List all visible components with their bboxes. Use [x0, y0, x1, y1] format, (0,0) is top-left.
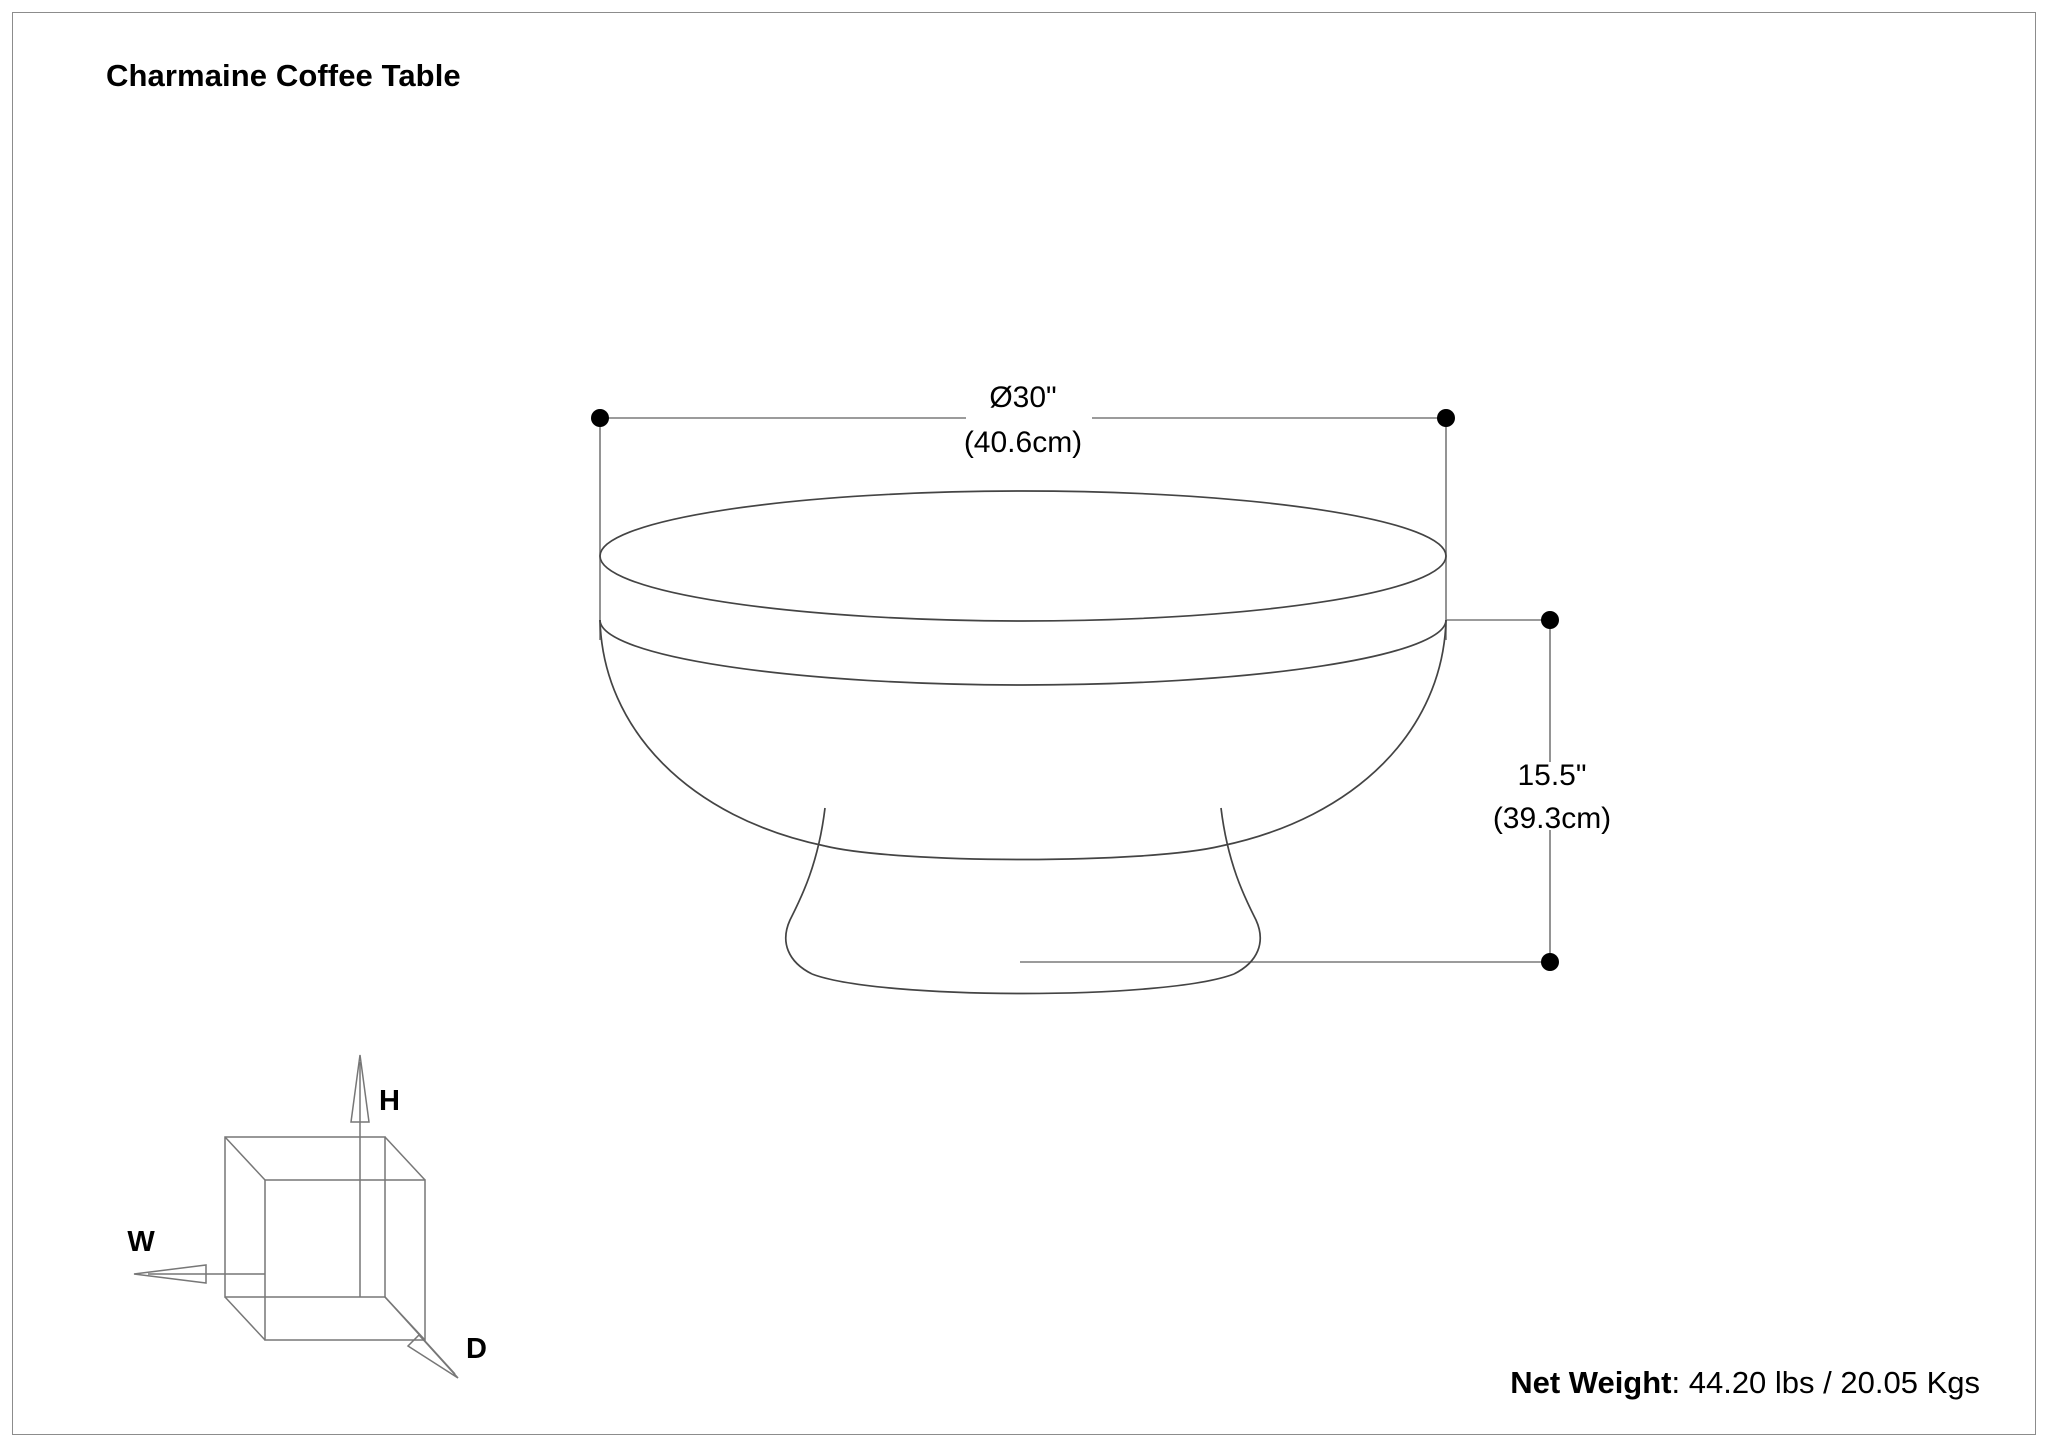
axis-cube-front-face: [264, 1179, 426, 1341]
axis-cube-edge-top-left: [224, 1136, 266, 1181]
axis-width-arrow: W: [127, 1226, 265, 1284]
axis-height-label: H: [379, 1085, 400, 1117]
sheet-border: [12, 12, 2036, 1435]
height-dimension: 15.5" (39.3cm): [1020, 611, 1611, 971]
height-dimension-imperial: 15.5": [1517, 759, 1586, 792]
width-dimension-imperial: Ø30": [989, 381, 1056, 414]
coffee-table-outline: [599, 490, 1447, 995]
net-weight-value: : 44.20 lbs / 20.05 Kgs: [1671, 1365, 1981, 1400]
axis-height-arrowhead: [350, 1054, 370, 1123]
axis-cube-back-face: [224, 1136, 386, 1298]
height-dimension-metric: (39.3cm): [1493, 802, 1611, 835]
pedestal-left-silhouette: [785, 807, 826, 975]
table-top-rim-ellipse: [599, 490, 1447, 622]
axis-indicator: H W D: [127, 1054, 487, 1379]
table-top-inner-front-arc: [599, 619, 1447, 686]
pedestal-right-silhouette: [1220, 807, 1261, 975]
width-dimension-dot-right: [1437, 409, 1455, 427]
height-dimension-dot-bottom: [1541, 953, 1559, 971]
table-bowl-bottom-arc: [824, 845, 1222, 861]
pedestal-base-bottom-arc: [811, 973, 1235, 995]
axis-cube: [224, 1136, 426, 1341]
axis-cube-edge-top-right: [384, 1136, 426, 1181]
table-bowl-right-silhouette: [1220, 619, 1447, 847]
page-title: Charmaine Coffee Table: [106, 58, 461, 93]
net-weight: Net Weight: 44.20 lbs / 20.05 Kgs: [1510, 1365, 1980, 1401]
axis-cube-edge-bottom-left: [224, 1296, 266, 1341]
width-dimension: Ø30" (40.6cm): [591, 381, 1455, 640]
axis-depth-arrow: D: [384, 1296, 487, 1379]
height-dimension-dot-top: [1541, 611, 1559, 629]
axis-height-arrow: H: [350, 1054, 400, 1297]
axis-depth-label: D: [466, 1333, 487, 1365]
width-dimension-dot-left: [591, 409, 609, 427]
axis-width-arrowhead: [133, 1264, 207, 1284]
table-bowl-left-silhouette: [599, 619, 826, 847]
axis-depth-arrowhead: [406, 1333, 459, 1379]
width-dimension-metric: (40.6cm): [964, 426, 1082, 459]
axis-width-label: W: [127, 1226, 155, 1258]
net-weight-label: Net Weight: [1510, 1365, 1672, 1400]
